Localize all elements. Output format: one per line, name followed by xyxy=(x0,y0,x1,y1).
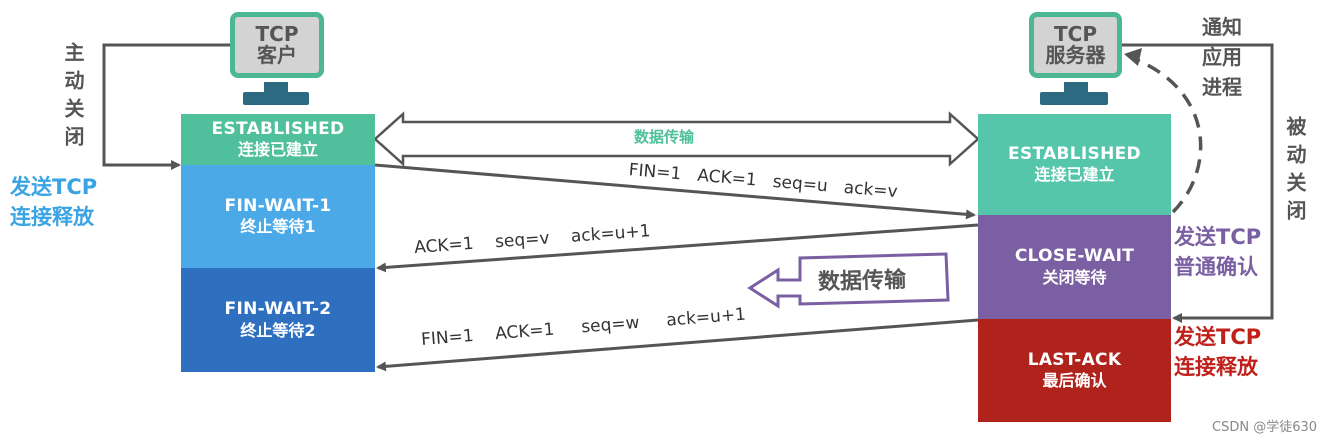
server-notify-app-label: 通知 应用 进程 xyxy=(1202,12,1242,102)
client-state-fin-wait-2: FIN-WAIT-2 终止等待2 xyxy=(181,268,375,372)
label-line: 应用 xyxy=(1202,45,1242,69)
label-line: 连接释放 xyxy=(10,205,94,230)
state-name-cn: 连接已建立 xyxy=(237,140,318,160)
label-line: 发送TCP xyxy=(10,175,98,199)
client-send-release-label: 发送TCP 连接释放 xyxy=(10,172,97,233)
client-state-established: ESTABLISHED 连接已建立 xyxy=(181,114,375,165)
client-monitor-base xyxy=(243,92,309,105)
server-monitor-label-line1: TCP xyxy=(1054,22,1097,46)
server-state-established: ESTABLISHED 连接已建立 xyxy=(978,114,1171,215)
server-state-last-ack: LAST-ACK 最后确认 xyxy=(978,319,1171,422)
server-passive-close-label: 被动关闭 xyxy=(1283,116,1307,228)
server-monitor-base xyxy=(1040,92,1108,105)
state-name: LAST-ACK xyxy=(1027,349,1122,370)
label-line: 进程 xyxy=(1202,75,1242,99)
notify-dashed-arrow xyxy=(1131,56,1203,214)
state-name: ESTABLISHED xyxy=(211,118,345,139)
client-close-bracket xyxy=(102,43,230,170)
label-line: 普通确认 xyxy=(1174,255,1258,280)
watermark: CSDN @学徒630 xyxy=(1212,420,1318,435)
label-line: 连接释放 xyxy=(1174,355,1258,380)
fin1-arrow xyxy=(374,163,976,220)
client-monitor-label-line2: 客户 xyxy=(257,43,297,67)
server-data-hollow-arrow xyxy=(747,252,950,309)
server-data-transfer-label: 数据传输 xyxy=(817,267,907,296)
client-monitor-neck xyxy=(264,82,288,92)
client-monitor-icon: TCP 客户 xyxy=(230,12,324,78)
bidirectional-data-transfer-label: 数据传输 xyxy=(634,128,695,146)
label-line: 通知 xyxy=(1202,15,1242,39)
state-name-cn: 关闭等待 xyxy=(1042,267,1107,287)
server-monitor-icon: TCP 服务器 xyxy=(1029,12,1122,78)
label-line: 发送TCP xyxy=(1174,225,1262,249)
server-close-bracket xyxy=(1122,43,1274,323)
server-monitor-label-line2: 服务器 xyxy=(1045,43,1106,67)
state-name: FIN-WAIT-2 xyxy=(224,299,332,320)
state-name-cn: 终止等待2 xyxy=(240,320,316,340)
state-name-cn: 终止等待1 xyxy=(240,217,316,237)
server-send-release-label: 发送TCP 连接释放 xyxy=(1174,322,1261,383)
notify-arrowhead xyxy=(1124,48,1142,66)
state-name: ESTABLISHED xyxy=(1008,143,1141,164)
server-state-close-wait: CLOSE-WAIT 关闭等待 xyxy=(978,215,1171,319)
label-line: 发送TCP xyxy=(1174,325,1262,349)
ack1-arrow xyxy=(376,223,979,273)
server-send-ack-label: 发送TCP 普通确认 xyxy=(1174,222,1261,283)
client-state-fin-wait-1: FIN-WAIT-1 终止等待1 xyxy=(181,165,375,268)
state-name-cn: 连接已建立 xyxy=(1034,165,1115,185)
fin2-arrow xyxy=(376,318,979,372)
state-name-cn: 最后确认 xyxy=(1042,371,1107,391)
server-monitor-neck xyxy=(1064,82,1088,92)
state-name: CLOSE-WAIT xyxy=(1014,246,1135,267)
client-active-close-label: 主动关闭 xyxy=(61,42,85,154)
client-monitor-label-line1: TCP xyxy=(255,22,299,46)
state-name: FIN-WAIT-1 xyxy=(224,195,332,216)
